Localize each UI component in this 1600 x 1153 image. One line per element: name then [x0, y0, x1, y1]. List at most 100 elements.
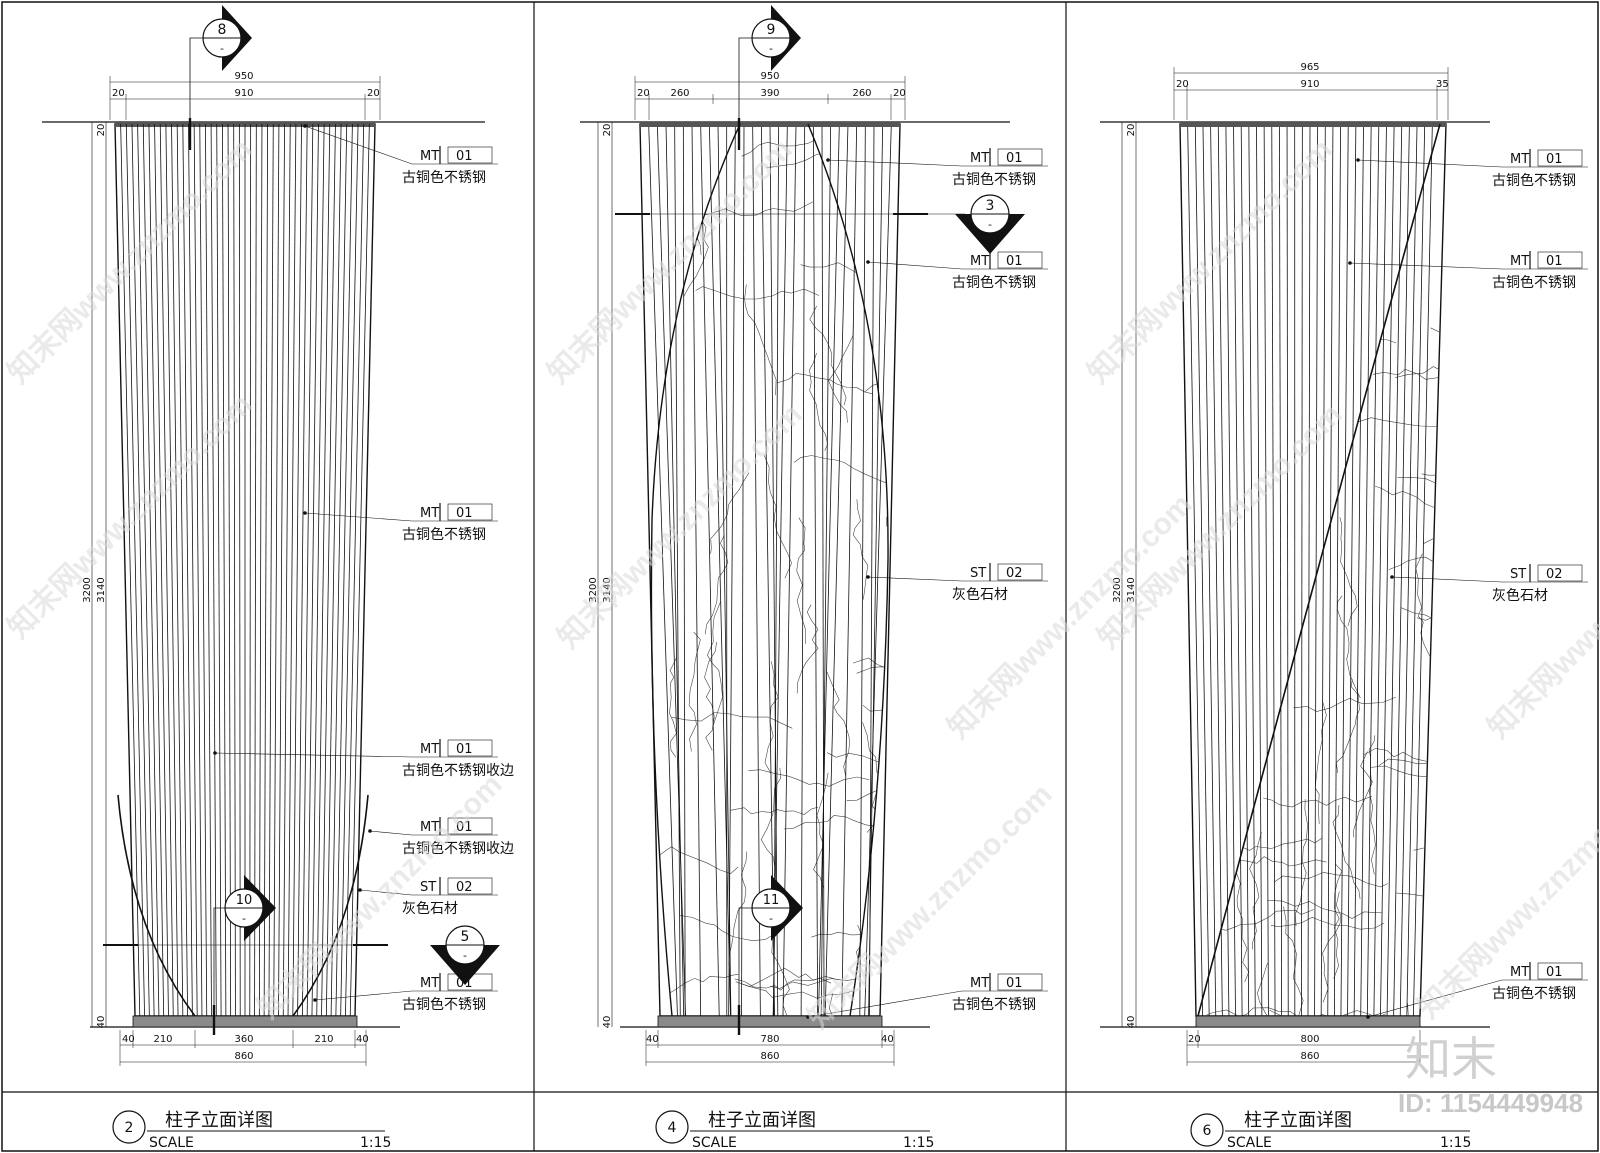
scale-value: 1:15: [1440, 1135, 1471, 1151]
svg-text:3140: 3140: [602, 577, 613, 602]
scale-label: SCALE: [149, 1135, 194, 1151]
steel-strip: [301, 123, 314, 1017]
material-code: ST: [420, 880, 436, 895]
section-mark-10[interactable]: 10 -: [224, 875, 276, 941]
section-mark-11[interactable]: 11 -: [751, 875, 803, 941]
steel-strip: [1248, 123, 1256, 1017]
side-dimensions: 3200 3140 20 40: [82, 122, 107, 1028]
svg-text:910: 910: [234, 88, 253, 99]
svg-text:20: 20: [1176, 79, 1189, 90]
section-mark-number: 5: [461, 929, 470, 945]
steel-strip: [1380, 123, 1395, 1017]
steel-strip: [1413, 123, 1433, 1017]
svg-text:260: 260: [852, 88, 871, 99]
section-mark-5[interactable]: 5 -: [430, 925, 500, 985]
svg-text:950: 950: [760, 71, 779, 82]
steel-strip: [773, 123, 780, 1017]
section-mark-8[interactable]: 8 -: [202, 5, 252, 71]
bottom-dimensions: 40 210 360 210 40 860: [119, 1030, 369, 1066]
steel-strip: [182, 123, 193, 1017]
svg-text:3200: 3200: [588, 577, 599, 602]
material-number: 01: [1546, 254, 1563, 269]
steel-strip: [682, 123, 686, 1017]
steel-strip: [238, 123, 241, 1017]
bottom-dimensions: 40 780 40 860: [645, 1030, 895, 1066]
steel-strip: [199, 123, 208, 1017]
steel-strip: [316, 123, 331, 1017]
svg-text:965: 965: [1300, 62, 1319, 73]
steel-strip: [1263, 123, 1269, 1017]
steel-strip: [249, 123, 252, 1017]
drawing-number: 4: [668, 1120, 677, 1136]
scale-value: 1:15: [903, 1135, 934, 1151]
steel-strip: [254, 123, 257, 1017]
section-mark-sheet: -: [769, 42, 773, 55]
section-mark-sheet: -: [988, 218, 992, 231]
steel-strip: [263, 123, 269, 1017]
steel-strip: [818, 123, 840, 1017]
material-code: MT: [1510, 152, 1529, 167]
steel-strip: [193, 123, 203, 1017]
steel-strip: [142, 123, 160, 1017]
svg-text:20: 20: [112, 88, 125, 99]
svg-text:950: 950: [234, 71, 253, 82]
material-number: 01: [456, 149, 473, 164]
steel-strip: [1399, 123, 1418, 1017]
steel-strip: [1301, 123, 1303, 1017]
svg-text:40: 40: [96, 1016, 107, 1029]
flare-curve: [292, 794, 369, 1017]
steel-strip: [1187, 123, 1203, 1017]
steel-strip: [1366, 123, 1380, 1017]
steel-strip: [205, 123, 212, 1017]
steel-strip: [741, 123, 745, 1017]
id-text: ID: 1154449948: [1398, 1088, 1583, 1118]
steel-strip: [1217, 123, 1230, 1017]
stone-edge-curve: [650, 123, 741, 1017]
material-name: 灰色石材: [1492, 587, 1548, 604]
material-number: 01: [456, 820, 473, 835]
svg-text:20: 20: [637, 88, 650, 99]
steel-strip: [1271, 123, 1276, 1017]
material-number: 02: [1006, 566, 1023, 581]
steel-strip: [287, 123, 297, 1017]
section-mark-9[interactable]: 9 -: [751, 5, 801, 71]
section-mark-3[interactable]: 3 -: [955, 194, 1025, 254]
steel-strip: [292, 123, 302, 1017]
drawing-title: 柱子立面详图: [708, 1110, 816, 1131]
scale-label: SCALE: [692, 1135, 737, 1151]
steel-strip: [311, 123, 325, 1017]
column-cap: [1180, 122, 1446, 127]
steel-strip: [216, 123, 222, 1017]
material-number: 01: [456, 506, 473, 521]
drawing-number: 2: [125, 1120, 134, 1136]
steel-strip: [1286, 123, 1289, 1017]
steel-strip: [1353, 123, 1364, 1017]
svg-text:20: 20: [1126, 124, 1137, 137]
steel-strip: [221, 123, 227, 1017]
steel-strip: [297, 123, 308, 1017]
material-name: 古铜色不锈钢: [1492, 985, 1576, 1002]
steel-strip: [820, 123, 832, 1017]
material-name: 古铜色不锈钢: [1492, 172, 1576, 189]
steel-strip: [233, 123, 236, 1017]
steel-strip: [349, 123, 370, 1017]
material-name: 古铜色不锈钢: [1492, 274, 1576, 291]
material-number: 02: [1546, 567, 1563, 582]
svg-text:390: 390: [760, 88, 779, 99]
steel-strip: [691, 123, 702, 1017]
